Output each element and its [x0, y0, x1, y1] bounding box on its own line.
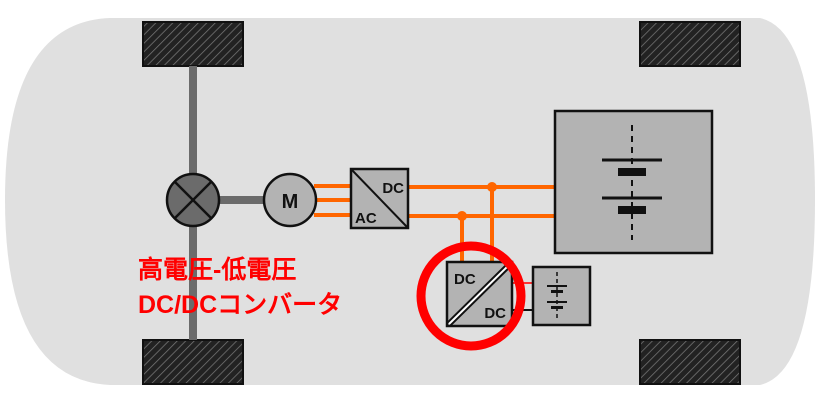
dcdc-converter: DC DC	[445, 260, 514, 328]
motor: M	[262, 172, 318, 228]
inverter-dc-label: DC	[382, 180, 404, 197]
lv-battery	[531, 265, 592, 327]
dcdc-top-label: DC	[454, 271, 476, 288]
orange-hv-lines	[314, 184, 555, 262]
wheel-rear-left	[142, 339, 244, 385]
inverter: DC AC	[349, 167, 410, 230]
motor-label: M	[282, 191, 299, 213]
inverter-ac-label: AC	[355, 210, 377, 227]
junction-dot	[457, 211, 467, 221]
hv-battery	[553, 109, 714, 255]
wheel-front-right	[639, 21, 741, 67]
differential	[165, 172, 221, 228]
wheel-front-left	[142, 21, 244, 67]
wheels	[142, 21, 741, 385]
annotation-line2: DC/DCコンバータ	[138, 291, 342, 319]
wheel-rear-right	[639, 339, 741, 385]
dcdc-bottom-label: DC	[484, 305, 506, 322]
junction-dot	[487, 182, 497, 192]
annotation-line1: 高電圧-低電圧	[138, 255, 296, 284]
highlight-circle	[416, 241, 526, 351]
